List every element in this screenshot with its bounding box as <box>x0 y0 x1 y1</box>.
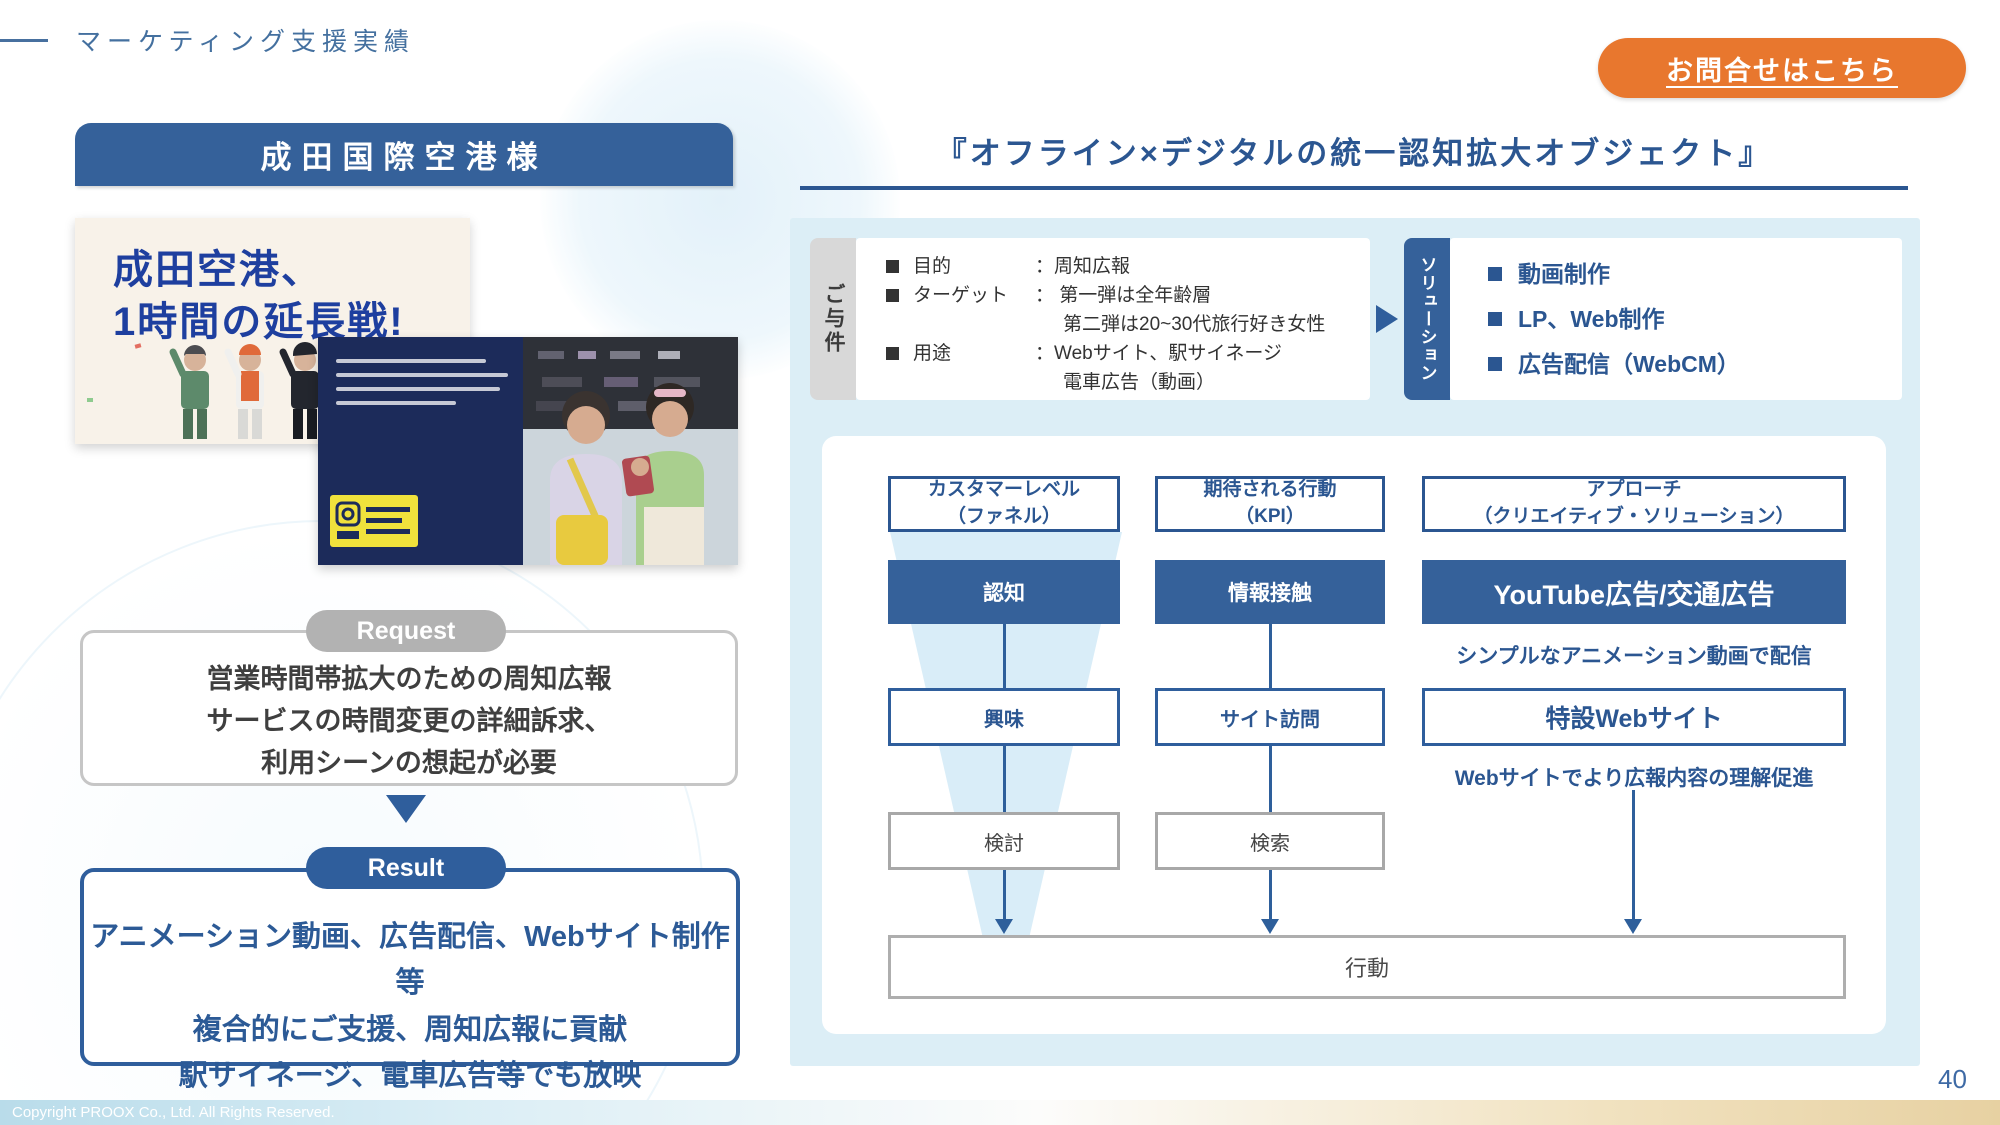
eyebrow-dash <box>0 39 48 42</box>
header-line: （クリエイティブ・ソリューション） <box>1473 506 1795 527</box>
square-bullet-icon <box>1488 312 1502 326</box>
result-line: 駅サイネージ、電車広告等でも放映 <box>178 1060 642 1093</box>
result-line: 複合的にご支援、周知広報に貢献 <box>192 1013 628 1046</box>
kpi-site-visit: サイト訪問 <box>1155 688 1385 746</box>
solution-tab: ソリューション <box>1404 238 1450 400</box>
request-box: 営業時間帯拡大のための周知広報 サービスの時間変更の詳細訴求、 利用シーンの想起… <box>80 630 738 786</box>
approach-website: 特設Webサイト <box>1422 688 1846 746</box>
contact-button[interactable]: お問合せはこちら <box>1598 38 1966 98</box>
connector-line <box>1003 870 1006 920</box>
poster-line1: 成田空港、 <box>113 248 323 292</box>
instagram-badge <box>330 495 418 547</box>
result-box: アニメーション動画、広告配信、Webサイト制作等 複合的にご支援、周知広報に貢献… <box>80 868 740 1092</box>
campaign-photo <box>318 337 738 565</box>
square-bullet-icon <box>886 260 899 273</box>
solution-item: LP、Web制作 <box>1518 306 1665 332</box>
given-value: ：周知広報 <box>1035 256 1131 277</box>
connector-line <box>1269 870 1272 920</box>
approach-youtube: YouTube広告/交通広告 <box>1422 560 1846 624</box>
photo-text-panel <box>318 337 523 565</box>
square-bullet-icon <box>886 347 899 360</box>
request-line: サービスの時間変更の詳細訴求、 <box>206 705 612 736</box>
connector-line <box>1003 746 1006 812</box>
header-line: （ファネル） <box>946 506 1061 527</box>
result-line: アニメーション動画、広告配信、Webサイト制作等 <box>90 921 730 1000</box>
request-pill: Request <box>306 610 506 652</box>
given-value: ： 第一弾は全年齢層 <box>1035 285 1212 306</box>
given-value2: 第二弾は20~30代旅行好き女性 <box>1063 314 1326 335</box>
approach-caption-2: Webサイトでより広報内容の理解促進 <box>1454 767 1814 790</box>
poster-image: 成田空港、 1時間の延長戦! <box>75 218 470 444</box>
stage-interest: 興味 <box>888 688 1120 746</box>
copyright-text: Copyright PROOX Co., Ltd. All Rights Res… <box>12 1104 335 1121</box>
header-line: カスタマーレベル <box>927 479 1080 501</box>
approach-caption-1: シンプルなアニメーション動画で配信 <box>1456 645 1812 668</box>
kpi-search: 検索 <box>1155 812 1385 870</box>
solution-card: 動画制作 LP、Web制作 広告配信（WebCM） <box>1450 238 1902 400</box>
given-label: 用途 <box>913 343 952 364</box>
given-label: 目的 <box>913 256 952 277</box>
title-underline <box>800 186 1908 190</box>
stage-action: 行動 <box>888 935 1846 999</box>
given-card: 目的 ：周知広報 ターゲット ： 第一弾は全年齢層 第二弾は20~30代旅行好き… <box>856 238 1370 400</box>
result-pill: Result <box>306 847 506 889</box>
given-tab: ご与件 <box>810 238 856 400</box>
arrow-down-icon <box>995 919 1013 934</box>
solution-item: 広告配信（WebCM） <box>1518 351 1740 377</box>
arrow-down-icon <box>1261 919 1279 934</box>
given-value2: 電車広告（動画） <box>1063 372 1216 393</box>
client-name-bar: 成田国際空港様 <box>75 123 733 186</box>
given-value: ：Webサイト、駅サイネージ <box>1035 343 1282 364</box>
header-line: 期待される行動 <box>1203 479 1337 501</box>
funnel-header-2: 期待される行動 （KPI） <box>1155 476 1385 532</box>
connector-line <box>1003 624 1006 688</box>
photo-scene-illustration <box>523 337 738 565</box>
request-line: 営業時間帯拡大のための周知広報 <box>206 664 612 694</box>
poster-line2: 1時間の延長戦! <box>113 300 405 344</box>
case-title: 『オフライン×デジタルの統一認知拡大オブジェクト』 <box>935 136 1773 171</box>
arrow-down-icon <box>1624 919 1642 934</box>
connector-line <box>1269 624 1272 688</box>
connector-line <box>1269 746 1272 812</box>
square-bullet-icon <box>1488 267 1502 281</box>
eyebrow-title: マーケティング支援実績 <box>76 28 416 56</box>
instagram-icon <box>335 501 410 539</box>
connector-line <box>1632 790 1635 920</box>
funnel-header-1: カスタマーレベル （ファネル） <box>888 476 1120 532</box>
copyright-bar: Copyright PROOX Co., Ltd. All Rights Res… <box>0 1100 2000 1125</box>
funnel-header-3: アプローチ （クリエイティブ・ソリューション） <box>1422 476 1846 532</box>
square-bullet-icon <box>1488 357 1502 371</box>
solution-item: 動画制作 <box>1518 261 1610 287</box>
stage-awareness: 認知 <box>888 560 1120 624</box>
stage-consideration: 検討 <box>888 812 1120 870</box>
down-arrow-icon <box>386 795 426 823</box>
right-arrow-icon <box>1376 305 1398 333</box>
square-bullet-icon <box>886 289 899 302</box>
page-number: 40 <box>1938 1064 1967 1094</box>
header-line: （KPI） <box>1235 506 1305 527</box>
request-line: 利用シーンの想起が必要 <box>261 747 557 778</box>
header-line: アプローチ <box>1586 479 1682 501</box>
given-label: ターゲット <box>913 285 1009 306</box>
kpi-contact: 情報接触 <box>1155 560 1385 624</box>
